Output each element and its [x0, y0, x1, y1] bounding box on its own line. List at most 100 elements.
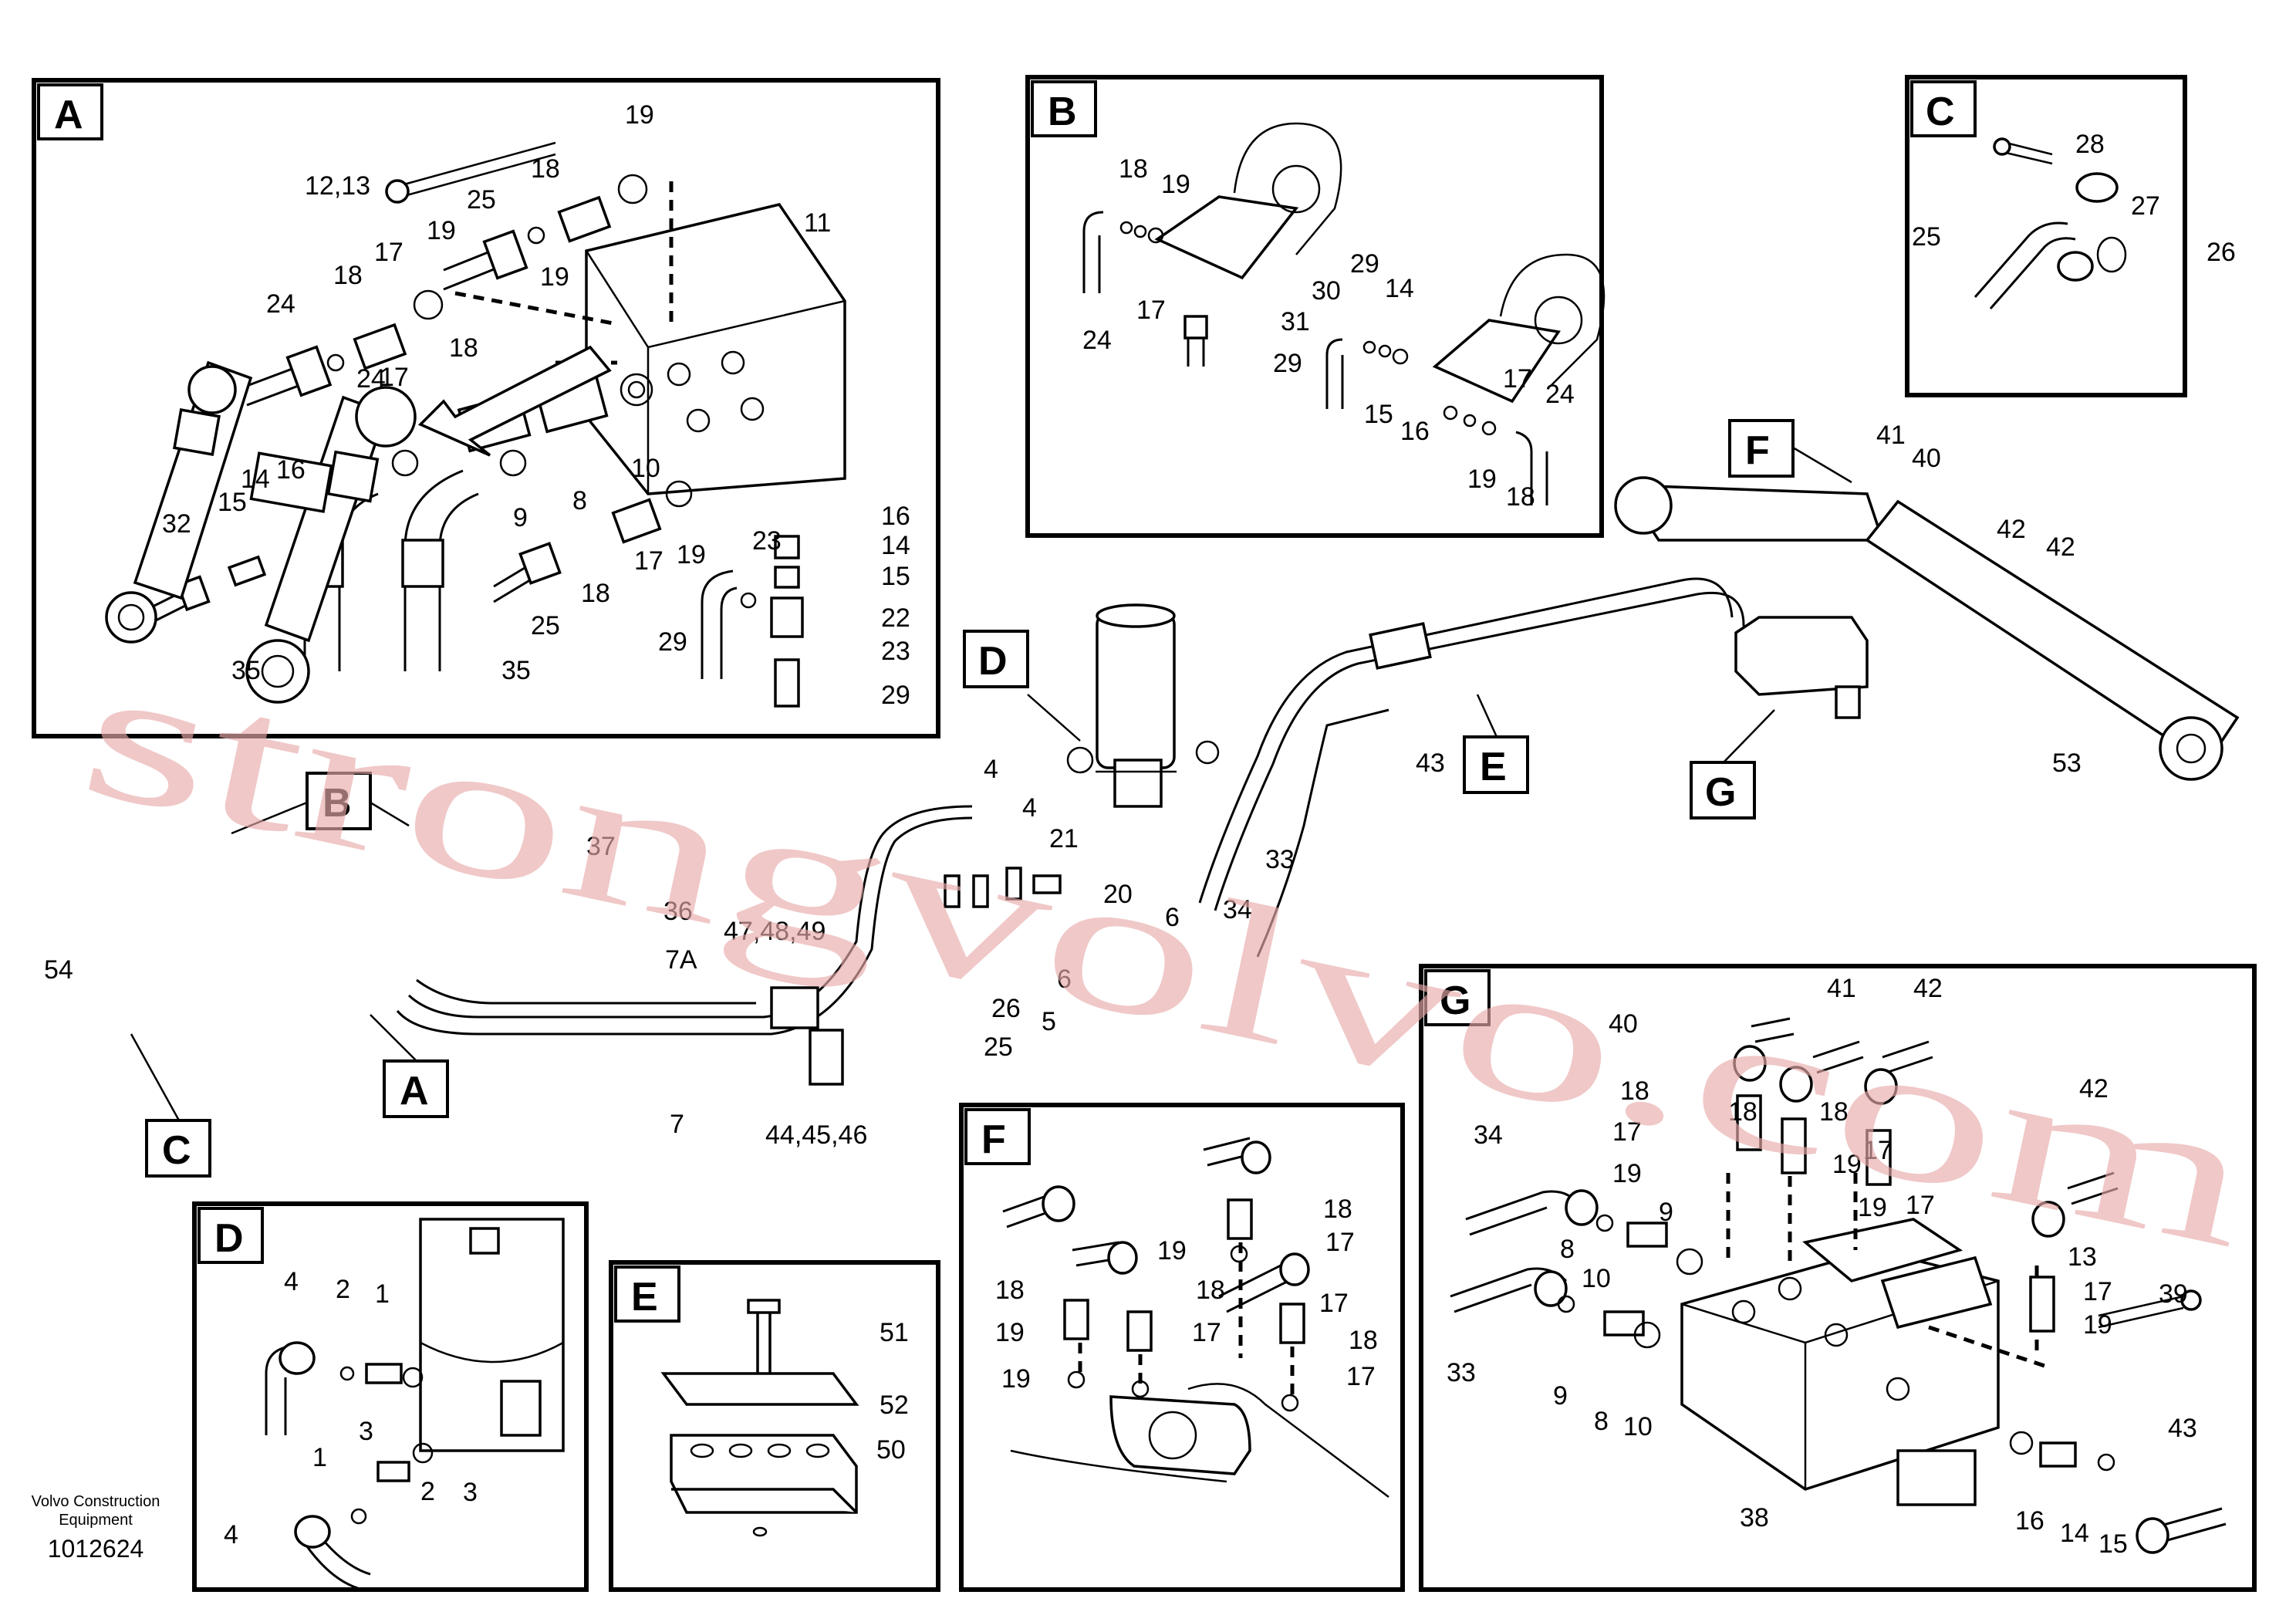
callout-a-18: 8 [572, 486, 587, 515]
callout-a-14: 14 [241, 465, 270, 494]
callout-main-0: 41 [1876, 421, 1906, 450]
callout-g-19: 19 [2083, 1310, 2112, 1340]
callout-f-10: 19 [1001, 1364, 1031, 1394]
callout-main-8: 21 [1049, 824, 1079, 853]
detail-b-label: B [1048, 90, 1077, 134]
callout-f-9: 17 [1346, 1362, 1376, 1391]
callout-g-22: 9 [1553, 1381, 1568, 1411]
callout-main-5: 53 [2052, 748, 2082, 778]
callout-main-10: 6 [1165, 903, 1180, 932]
callout-b-11: 17 [1503, 364, 1532, 394]
callout-main-20: 5 [1042, 1007, 1056, 1036]
callout-f-1: 17 [1325, 1228, 1355, 1257]
document-number: 1012624 [48, 1535, 144, 1563]
main-tag-c: C [162, 1128, 191, 1173]
callout-d-6: 3 [463, 1478, 478, 1507]
callout-main-22: 7 [670, 1110, 684, 1139]
callout-g-29: 43 [2168, 1414, 2197, 1443]
callout-a-0: 12,13 [305, 171, 370, 201]
callout-b-4: 30 [1312, 276, 1341, 306]
callout-main-12: 33 [1265, 845, 1295, 874]
callout-b-6: 29 [1273, 349, 1302, 378]
callout-a-31: 18 [581, 579, 610, 608]
callout-a-22: 15 [881, 562, 910, 591]
callout-g-24: 10 [1623, 1412, 1653, 1441]
callout-a-2: 19 [625, 100, 654, 130]
detail-panel-g: G [1419, 964, 2257, 1592]
main-tag-g: G [1705, 770, 1736, 815]
callout-b-1: 19 [1161, 170, 1190, 199]
callout-main-17: 47,48,49 [724, 917, 826, 946]
callout-g-10: 19 [1858, 1193, 1887, 1222]
callout-g-17: 13 [2068, 1242, 2097, 1272]
main-tag-e: E [1480, 745, 1507, 789]
callout-d-3: 3 [359, 1417, 373, 1446]
callout-g-12: 34 [1474, 1120, 1503, 1150]
callout-main-23: 44,45,46 [765, 1120, 867, 1150]
callout-d-2: 1 [375, 1279, 390, 1309]
credit-block: Volvo Construction Equipment 1012624 [32, 1493, 160, 1563]
callout-g-18: 17 [2083, 1277, 2112, 1306]
callout-b-9: 15 [1364, 400, 1393, 429]
callout-b-13: 19 [1467, 465, 1497, 494]
callout-a-11: 17 [380, 363, 409, 392]
callout-main-16: 7A [665, 945, 697, 975]
callout-d-5: 2 [420, 1477, 435, 1506]
callout-main-7: 4 [1022, 793, 1037, 823]
callout-f-3: 18 [1196, 1276, 1225, 1305]
callout-g-2: 42 [1913, 974, 1943, 1003]
callout-c-0: 28 [2075, 130, 2105, 159]
callout-a-23: 23 [752, 526, 782, 556]
callout-g-15: 10 [1582, 1264, 1611, 1293]
callout-a-17: 9 [513, 503, 528, 532]
callout-a-29: 19 [677, 540, 706, 569]
callout-g-5: 19 [1612, 1159, 1642, 1188]
callout-a-25: 23 [881, 637, 910, 666]
callout-a-24: 22 [881, 603, 910, 633]
callout-g-11: 17 [1906, 1191, 1935, 1220]
main-view-tags: B A C D E F G [130, 419, 1852, 1178]
callout-a-30: 25 [531, 611, 560, 640]
callout-g-4: 17 [1612, 1117, 1642, 1147]
callout-g-21: 33 [1447, 1358, 1476, 1387]
callout-g-9: 19 [1832, 1150, 1862, 1179]
callout-a-7: 24 [266, 289, 295, 319]
callout-main-15: 36 [663, 897, 693, 926]
main-tag-f: F [1745, 428, 1770, 473]
detail-e-label: E [631, 1275, 658, 1320]
callout-a-8: 18 [333, 261, 363, 290]
callout-g-20: 39 [2159, 1279, 2188, 1309]
callout-a-15: 15 [218, 488, 247, 517]
callout-g-1: 41 [1827, 974, 1856, 1003]
callout-b-0: 18 [1119, 154, 1148, 184]
callout-d-4: 1 [312, 1443, 327, 1472]
callout-e-0: 51 [880, 1318, 909, 1347]
callout-main-13: 34 [1223, 895, 1252, 924]
detail-panel-b: B [1025, 75, 1606, 538]
callout-f-5: 17 [1319, 1289, 1349, 1318]
callout-d-1: 2 [336, 1275, 350, 1304]
callout-f-8: 18 [1349, 1326, 1378, 1355]
callout-c-1: 27 [2131, 191, 2160, 221]
callout-a-13: 16 [276, 455, 306, 485]
callout-a-28: 17 [634, 546, 663, 576]
detail-c-label: C [1926, 90, 1955, 134]
callout-a-26: 29 [658, 627, 687, 657]
callout-main-19: 25 [984, 1032, 1013, 1062]
callout-a-9: 19 [540, 262, 569, 292]
callout-main-18: 26 [991, 994, 1021, 1023]
detail-g-label: G [1440, 978, 1470, 1023]
detail-panel-f: F [959, 1103, 1405, 1592]
callout-b-5: 31 [1281, 307, 1310, 336]
callout-d-0: 4 [284, 1267, 299, 1296]
callout-g-27: 14 [2060, 1519, 2089, 1548]
callout-f-6: 17 [1192, 1318, 1221, 1347]
callout-g-14: 8 [1560, 1235, 1575, 1264]
callout-a-10: 18 [449, 333, 478, 363]
callout-a-33: 35 [501, 656, 531, 685]
callout-g-25: 38 [1740, 1503, 1769, 1532]
detail-f-label: F [981, 1117, 1006, 1162]
callout-a-5: 17 [374, 238, 403, 267]
detail-d-label: D [214, 1216, 244, 1261]
